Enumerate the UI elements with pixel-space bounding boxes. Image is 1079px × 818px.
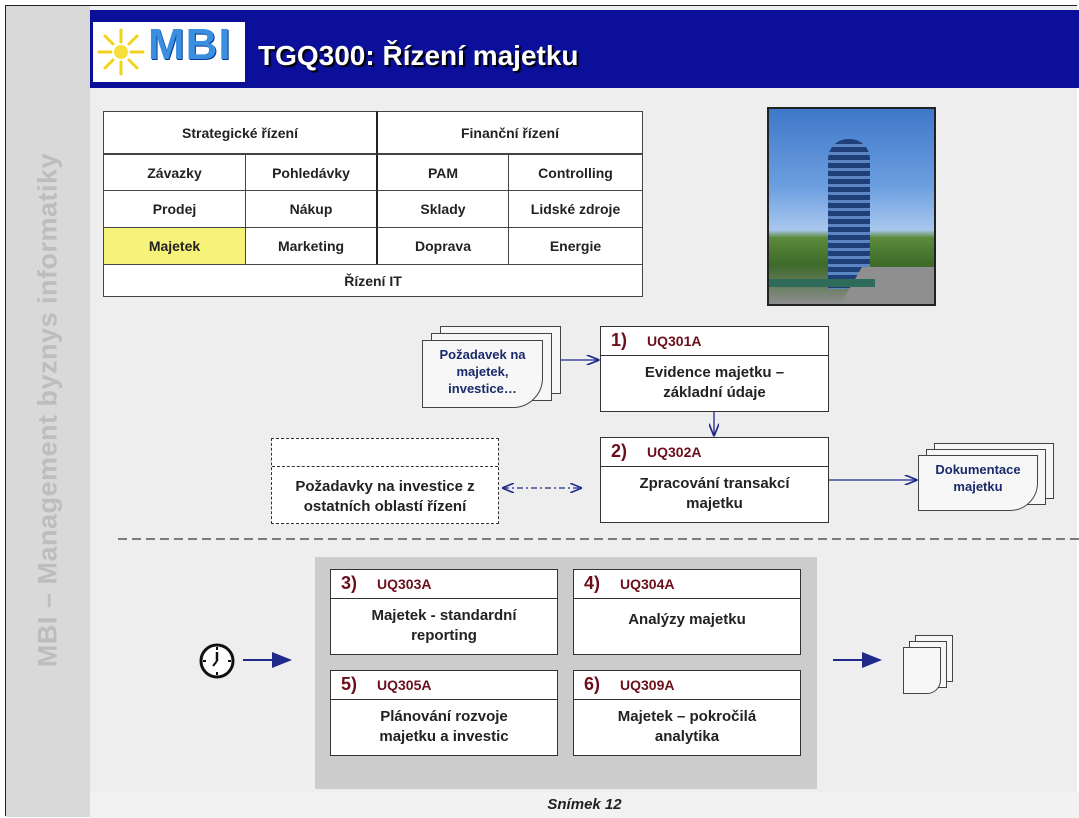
step-6-number: 6) [584,674,601,694]
other-requests-box: Požadavky na investice z ostatních oblas… [271,438,499,524]
step-5-header: 5) UQ305A [331,671,557,700]
other-requests-text: Požadavky na investice z ostatních oblas… [272,477,498,517]
sun-icon [97,28,145,76]
cell-lidske-zdroje: Lidské zdroje [508,190,643,228]
step-3-line2: reporting [411,627,477,644]
cell-controlling: Controlling [508,154,643,191]
other-requests-line1: Požadavky na investice z [295,478,475,495]
side-strip [6,6,90,817]
step-4-code: UQ304A [620,576,675,592]
step-5-line2: majetku a investic [379,728,509,745]
step-2-line1: Zpracování transakcí [639,475,790,492]
cell-sklady: Sklady [376,190,509,228]
step-4-number: 4) [584,573,601,593]
step-2-box: 2) UQ302A Zpracování transakcí majetku [600,437,829,523]
header-bar [90,10,1079,88]
step-2-header: 2) UQ302A [601,438,828,467]
cell-rizeni-it: Řízení IT [103,264,643,297]
step-1-line2: základní údaje [663,384,766,401]
cell-doprava: Doprava [376,227,509,265]
cell-prodej: Prodej [103,190,246,228]
step-6-box: 6) UQ309A Majetek – pokročilá analytika [573,670,801,756]
cell-marketing: Marketing [245,227,377,265]
output-doc-line1: Dokumentace [935,462,1021,477]
step-1-body: Evidence majetku – základní údaje [601,355,828,411]
output-doc-text: Dokumentace majetku [918,461,1038,495]
input-doc-text: Požadavek na majetek, investice… [422,346,543,397]
side-label: MBI – Management byznys informatiky [32,152,63,668]
step-3-header: 3) UQ303A [331,570,557,599]
step-4-line1: Analýzy majetku [628,611,746,628]
step-3-body: Majetek - standardní reporting [331,598,557,654]
building-photo [767,107,936,306]
step-4-body: Analýzy majetku [574,598,800,654]
step-5-code: UQ305A [377,677,432,693]
step-1-header: 1) UQ301A [601,327,828,356]
logo [93,22,245,82]
step-3-number: 3) [341,573,358,593]
step-4-box: 4) UQ304A Analýzy majetku [573,569,801,655]
railing-shape [769,279,875,287]
step-1-line1: Evidence majetku – [644,364,785,381]
step-5-line1: Plánování rozvoje [380,708,508,725]
step-2-body: Zpracování transakcí majetku [601,466,828,522]
step-3-box: 3) UQ303A Majetek - standardní reporting [330,569,558,655]
output-doc-line2: majetku [953,479,1003,494]
step-5-body: Plánování rozvoje majetku a investic [331,699,557,755]
logo-text: MBI [148,20,232,69]
slide-number: Snímek 12 [547,796,622,813]
cell-energie: Energie [508,227,643,265]
input-doc-line2: majetek, [456,364,509,379]
step-2-code: UQ302A [647,444,702,460]
step-5-box: 5) UQ305A Plánování rozvoje majetku a inv… [330,670,558,756]
cell-pohledavky: Pohledávky [245,154,377,191]
other-requests-line2: ostatních oblastí řízení [303,498,467,515]
step-6-line1: Majetek – pokročilá [617,708,757,725]
step-4-header: 4) UQ304A [574,570,800,599]
step-2-number: 2) [611,441,628,461]
cell-nakup: Nákup [245,190,377,228]
input-doc-line1: Požadavek na [439,347,526,362]
cell-financni-rizeni: Finanční řízení [376,111,643,154]
step-2-line2: majetku [686,495,743,512]
cell-zavazky: Závazky [103,154,246,191]
step-3-code: UQ303A [377,576,432,592]
output-document [918,455,1038,511]
step-3-line1: Majetek - standardní [371,607,517,624]
page-title: TGQ300: Řízení majetku [258,40,579,71]
cell-strategicke-rizeni: Strategické řízení [103,111,377,154]
input-document [422,340,543,408]
step-6-code: UQ309A [620,677,675,693]
step-6-line2: analytika [654,728,720,745]
input-doc-line3: investice… [448,381,517,396]
other-requests-divider [272,466,498,467]
clock-icon [199,643,235,679]
report-document-icon [903,647,941,694]
cell-pam: PAM [376,154,509,191]
step-6-header: 6) UQ309A [574,671,800,700]
step-1-number: 1) [611,330,628,350]
cell-majetek: Majetek [103,227,246,265]
footer-bar [90,792,1079,818]
step-6-body: Majetek – pokročilá analytika [574,699,800,755]
step-1-code: UQ301A [647,333,702,349]
step-1-box: 1) UQ301A Evidence majetku – základní úda… [600,326,829,412]
tower-shape [828,139,870,289]
step-5-number: 5) [341,674,358,694]
